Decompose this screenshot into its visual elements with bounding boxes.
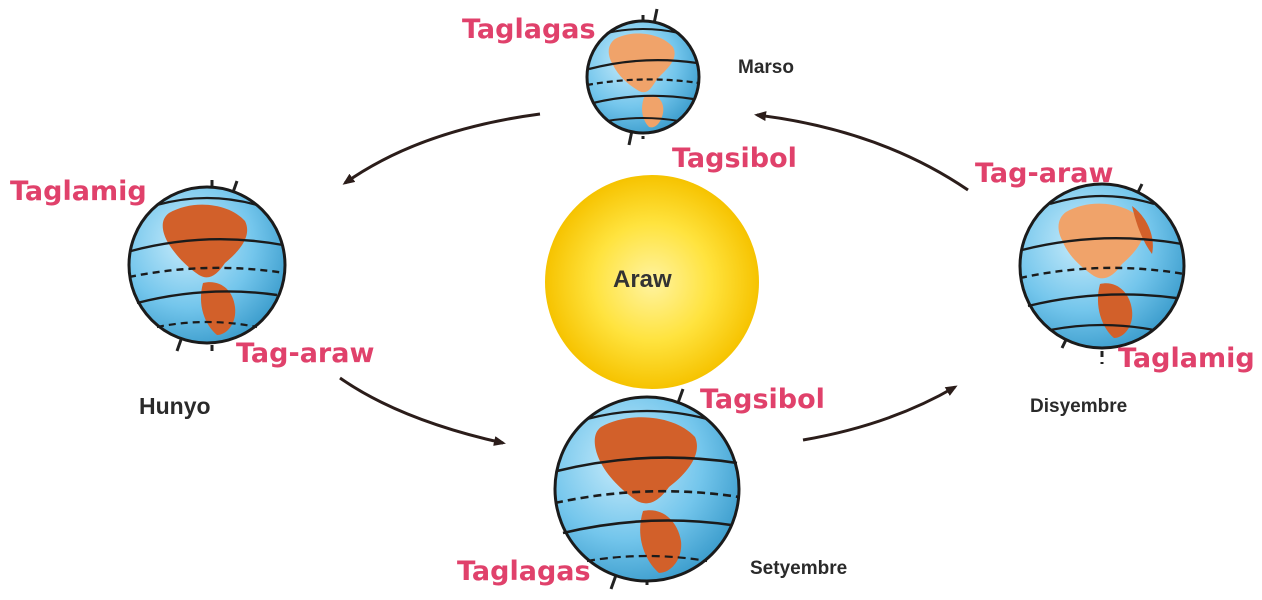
sun-label: Araw [613, 266, 672, 293]
sun [545, 175, 759, 389]
disyembre-season-bottom: Taglamig [1118, 343, 1255, 374]
disyembre-season-top: Tag-araw [975, 158, 1114, 189]
hunyo-month-label: Hunyo [139, 393, 211, 419]
setyembre-month-label: Setyembre [750, 558, 848, 579]
globe-setyembre [553, 388, 741, 590]
hunyo-season-top: Taglamig [10, 176, 147, 207]
marso-season-bottom: Tagsibol [672, 143, 797, 174]
disyembre-month-label: Disyembre [1030, 396, 1128, 417]
setyembre-season-bottom: Taglagas [457, 556, 591, 587]
marso-month-label: Marso [738, 57, 794, 78]
globe-marso [585, 8, 701, 146]
orbit-arrow-marso-to-hunyo [342, 112, 541, 185]
orbit-arrow-hunyo-to-setyembre [339, 376, 506, 446]
globe-hunyo [127, 180, 287, 353]
marso-season-top: Taglagas [462, 14, 596, 45]
orbit-arrow-setyembre-to-disyembre [802, 385, 958, 442]
hunyo-season-bottom: Tag-araw [236, 338, 375, 369]
globe-disyembre [1018, 182, 1186, 364]
orbit-arrow-disyembre-to-marso [754, 111, 969, 192]
setyembre-season-top: Tagsibol [700, 384, 825, 415]
